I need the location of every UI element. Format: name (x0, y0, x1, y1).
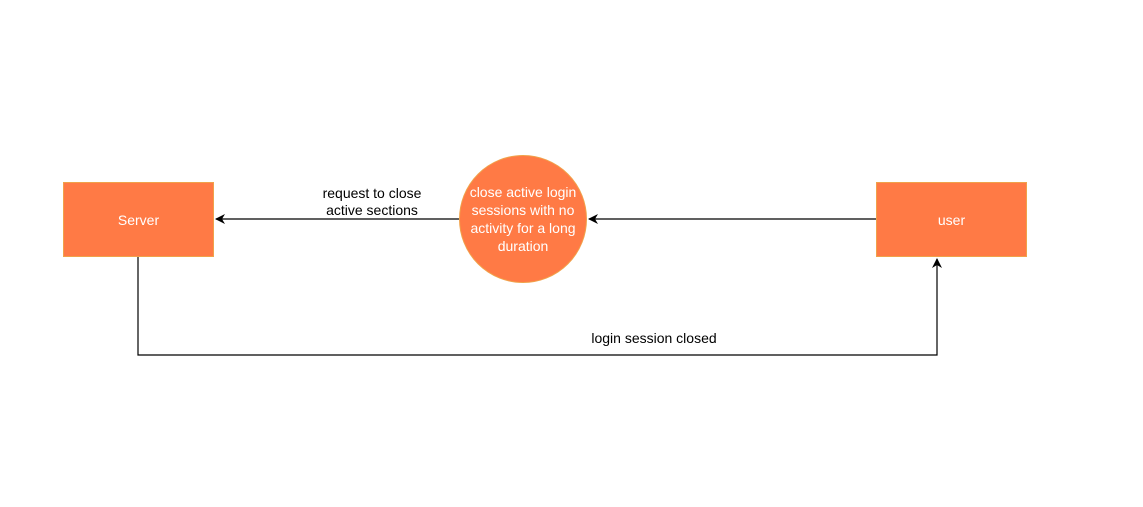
edge-label-login-session-closed: login session closed (591, 330, 717, 346)
close-sessions-process-node[interactable]: close active login sessions with no acti… (459, 155, 587, 283)
process-node-label: close active login sessions with no acti… (469, 184, 577, 254)
edge-label-request-close: request to close active sections (322, 185, 422, 218)
edge-server-to-user (137, 257, 942, 356)
user-node-label: user (937, 211, 966, 228)
server-node-label: Server (117, 211, 160, 228)
user-node[interactable]: user (876, 182, 1027, 257)
server-node[interactable]: Server (63, 182, 214, 257)
